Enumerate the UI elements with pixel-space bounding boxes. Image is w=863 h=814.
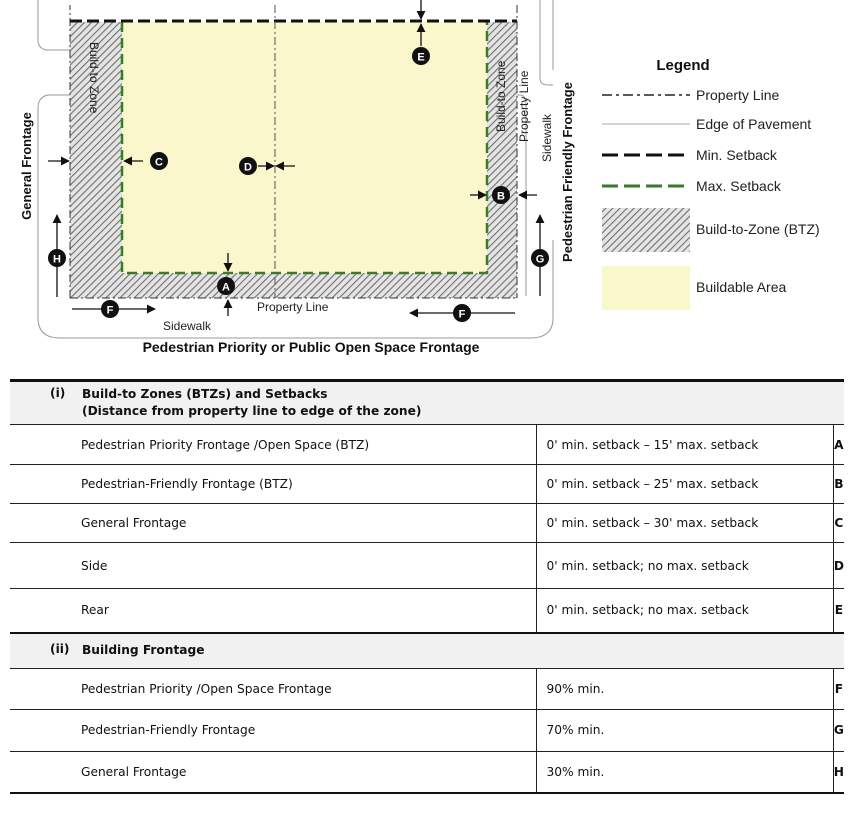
row-label: Pedestrian Priority /Open Space Frontage	[10, 668, 537, 710]
marker-e: E	[412, 47, 430, 65]
legend-item-buildable-area: Buildable Area	[696, 279, 787, 295]
row-label: Pedestrian-Friendly Frontage	[10, 709, 537, 752]
section-header-btz: (i) Build-to Zones (BTZs) and Setbacks(Di…	[10, 379, 844, 425]
table-row: General Frontage 0' min. setback – 30' m…	[10, 503, 844, 543]
row-key: G	[833, 709, 844, 752]
table-row: Pedestrian-Friendly Frontage 70% min. G	[10, 709, 844, 752]
row-label: Side	[10, 542, 537, 589]
marker-a: A	[217, 277, 235, 295]
row-value: 70% min.	[536, 709, 834, 752]
section-title: Build-to Zones (BTZs) and Setbacks(Dista…	[82, 387, 422, 418]
row-key: C	[833, 503, 844, 543]
row-label: General Frontage	[10, 503, 537, 543]
legend-title: Legend	[656, 57, 709, 74]
legend: Legend Property Line Edge of Pavement Mi…	[602, 57, 820, 310]
marker-f-right: F	[453, 304, 471, 322]
btz-right-label: Build-to Zone	[494, 60, 508, 132]
row-value: 0' min. setback; no max. setback	[536, 542, 834, 589]
row-value: 0' min. setback; no max. setback	[536, 588, 834, 633]
max-setback-line	[120, 22, 489, 275]
row-key: H	[833, 751, 844, 794]
svg-text:F: F	[459, 309, 466, 321]
table-row: Side 0' min. setback; no max. setback D	[10, 542, 844, 589]
marker-c: C	[150, 152, 168, 170]
property-line	[69, 5, 518, 299]
table-row: Rear 0' min. setback; no max. setback E	[10, 588, 844, 633]
left-frontage-label: General Frontage	[19, 112, 34, 220]
table-row: Pedestrian Priority /Open Space Frontage…	[10, 668, 844, 710]
buildable-area	[122, 22, 487, 273]
svg-text:G: G	[536, 254, 545, 266]
legend-item-max-setback: Max. Setback	[696, 178, 782, 194]
legend-item-property-line: Property Line	[696, 87, 779, 103]
svg-text:E: E	[417, 52, 424, 64]
section-number: (i)	[50, 386, 66, 400]
row-value: 30% min.	[536, 751, 834, 794]
legend-btz-symbol	[602, 208, 690, 252]
svg-text:A: A	[222, 282, 230, 294]
legend-buildable-symbol	[602, 266, 690, 310]
section-title: Building Frontage	[82, 643, 205, 657]
right-frontage-label: Pedestrian Friendly Frontage	[560, 82, 575, 262]
legend-item-min-setback: Min. Setback	[696, 147, 778, 163]
svg-text:F: F	[107, 305, 114, 317]
sidewalk-right-label: Sidewalk	[540, 113, 554, 162]
standards-table: (i) Build-to Zones (BTZs) and Setbacks(Di…	[10, 379, 844, 794]
property-line-bottom-label: Property Line	[257, 300, 329, 314]
section-header-frontage: (ii) Building Frontage	[10, 631, 844, 669]
section-subtitle: (Distance from property line to edge of …	[82, 404, 422, 418]
legend-item-edge-of-pavement: Edge of Pavement	[696, 116, 811, 132]
svg-text:C: C	[155, 157, 163, 169]
marker-d: D	[239, 157, 257, 175]
row-value: 90% min.	[536, 668, 834, 710]
row-key: D	[833, 542, 844, 589]
sidewalk-bottom-label: Sidewalk	[163, 319, 212, 333]
svg-text:H: H	[53, 254, 61, 266]
table-row: Pedestrian-Friendly Frontage (BTZ) 0' mi…	[10, 464, 844, 504]
row-label: Pedestrian-Friendly Frontage (BTZ)	[10, 464, 537, 504]
row-value: 0' min. setback – 25' max. setback	[536, 464, 834, 504]
row-key: F	[833, 668, 844, 710]
legend-item-btz: Build-to-Zone (BTZ)	[696, 221, 820, 237]
row-value: 0' min. setback – 30' max. setback	[536, 503, 834, 543]
svg-text:D: D	[244, 162, 252, 174]
row-label: Pedestrian Priority Frontage /Open Space…	[10, 424, 537, 465]
section-number: (ii)	[50, 642, 70, 656]
site-diagram: Build-to Zone Build-to Zone Property Lin…	[19, 0, 820, 355]
bottom-frontage-label: Pedestrian Priority or Public Open Space…	[143, 339, 480, 355]
edge-of-pavement	[37, 0, 554, 339]
marker-f-left: F	[101, 300, 119, 318]
build-to-zone	[70, 22, 517, 298]
row-key: A	[833, 424, 844, 465]
marker-h: H	[48, 249, 66, 267]
row-key: E	[833, 588, 844, 633]
table-row: Pedestrian Priority Frontage /Open Space…	[10, 424, 844, 465]
svg-text:B: B	[497, 191, 505, 203]
marker-g: G	[531, 249, 549, 267]
table-row: General Frontage 30% min. H	[10, 751, 844, 794]
btz-left-label: Build-to Zone	[87, 42, 101, 114]
property-line-right-label: Property Line	[517, 70, 531, 142]
row-label: General Frontage	[10, 751, 537, 794]
row-value: 0' min. setback – 15' max. setback	[536, 424, 834, 465]
marker-b: B	[492, 186, 510, 204]
row-key: B	[833, 464, 844, 504]
row-label: Rear	[10, 588, 537, 633]
